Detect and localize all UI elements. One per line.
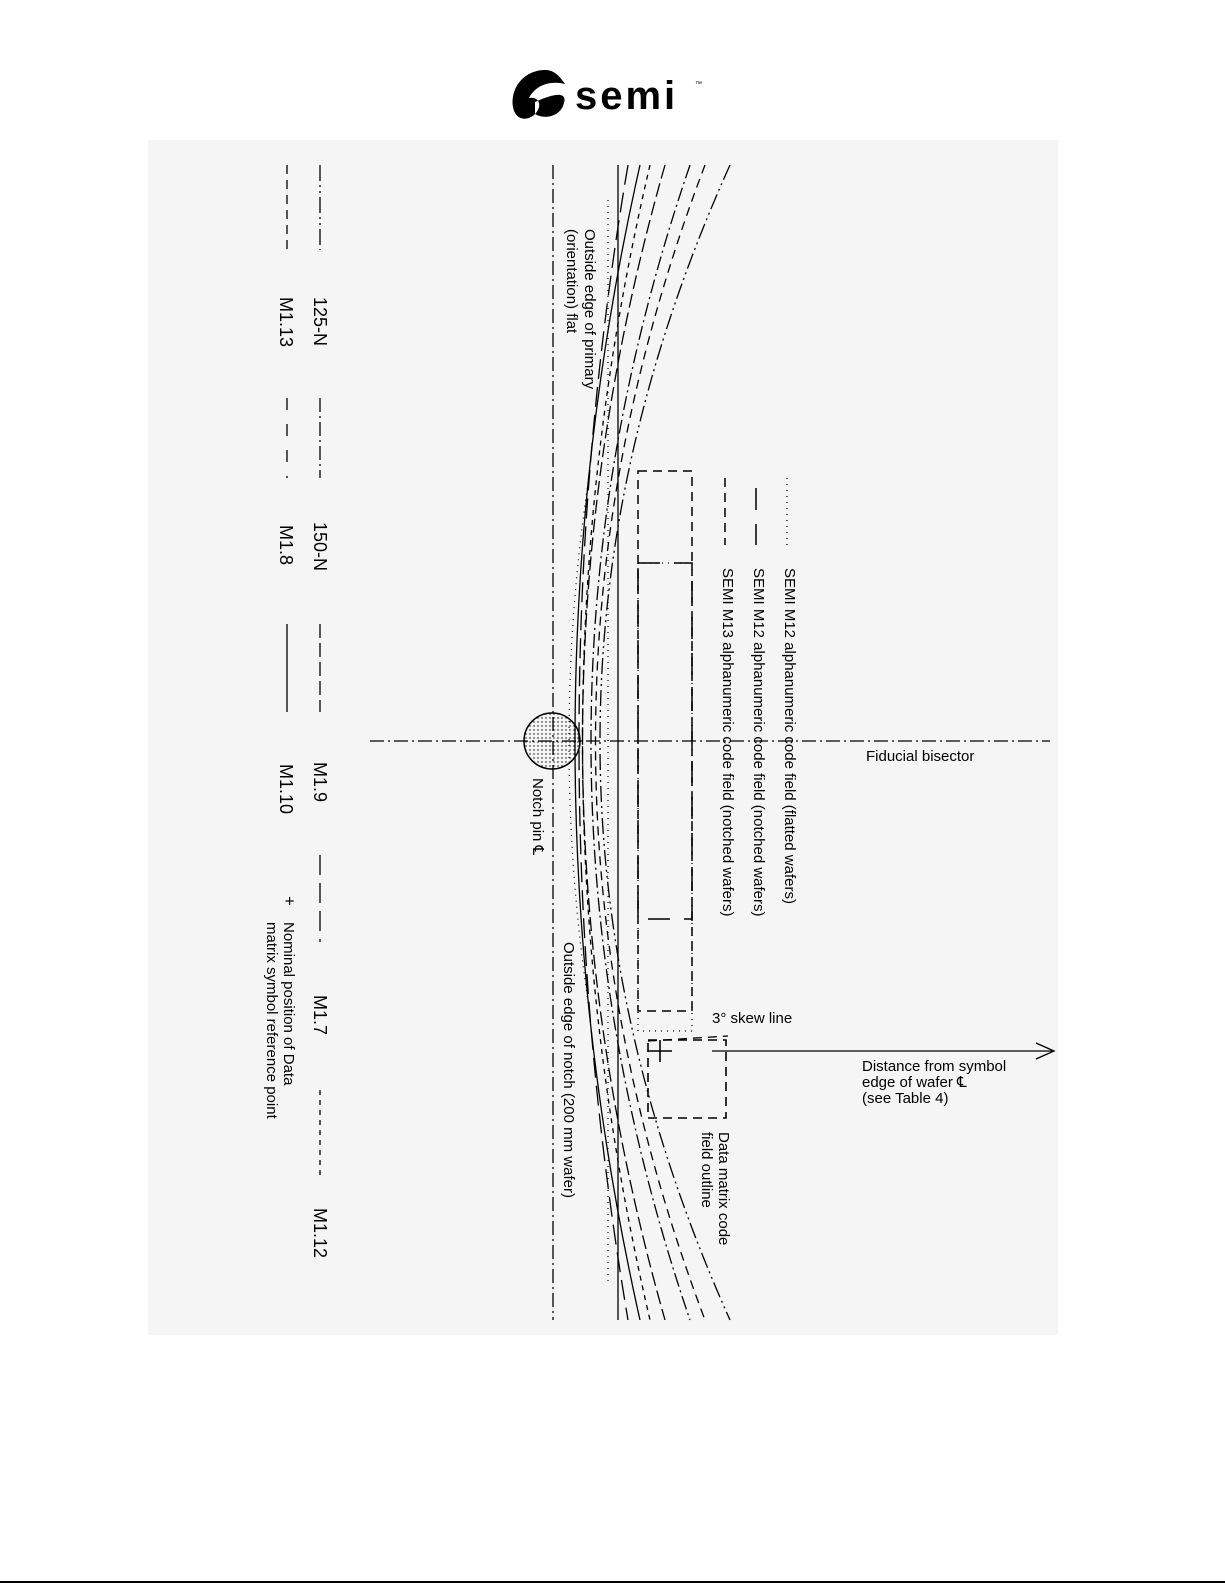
notch-pin [523, 712, 581, 770]
skew-line [647, 1035, 729, 1042]
data-matrix-outline-label-line1: Data matrix code [715, 1132, 732, 1245]
legend-label-125-N: 125-N [310, 297, 330, 346]
distance-label-line1: Distance from symbol [862, 1058, 1006, 1075]
distance-arrowhead [1035, 1042, 1056, 1060]
outside-edge-flat-label-line1: Outside edge of primary [581, 229, 598, 390]
code-field-label-m12-flatted: SEMI M12 alphanumeric code field (flatte… [781, 568, 798, 904]
wafer-edge-curve-1 [581, 164, 666, 1321]
semi-wordmark: semi [575, 74, 678, 118]
m12-flatted-code-field [637, 562, 693, 1032]
reference-point-label-line2: matrix symbol reference point [263, 922, 280, 1120]
outside-edge-flat-label-line2: (orientation) flat [563, 229, 580, 334]
code-field-label-m13-notched: SEMI M13 alphanumeric code field (notche… [719, 568, 736, 917]
data-matrix-outline-label-line2: field outline [698, 1132, 715, 1208]
semi-logo-mark [512, 70, 565, 119]
notch-pin-label: Notch pin ℄ [529, 778, 546, 856]
code-field-diagram: Fiducial bisector 3° skew line [148, 140, 1058, 1335]
code-field-legend: SEMI M12 alphanumeric code field (flatte… [719, 478, 798, 917]
legend-label-150-N: 150-N [310, 522, 330, 571]
code-field-label-m12-notched: SEMI M12 alphanumeric code field (notche… [750, 568, 767, 917]
m13-notched-code-field [637, 470, 693, 1012]
fiducial-bisector-label: Fiducial bisector [866, 748, 974, 765]
wafer-edge-curve-solid [574, 164, 641, 1321]
wafer-edge-curves [574, 164, 731, 1321]
legend-label-M1.8: M1.8 [276, 525, 296, 565]
reference-point-label-line1: Nominal position of Data [280, 922, 297, 1086]
wafer-edge-curve-3 [594, 164, 706, 1321]
wafer-edge-curve-2 [590, 164, 691, 1321]
wafer-edge-curve-6 [581, 164, 651, 1321]
semi-logo: semi ™ [512, 70, 702, 119]
reference-point-symbol: + [280, 896, 299, 906]
legend-label-M1.12: M1.12 [310, 1208, 330, 1258]
legend-label-M1.9: M1.9 [310, 762, 330, 802]
legend-label-M1.13: M1.13 [276, 297, 296, 347]
reference-point-marker [648, 1040, 672, 1062]
legend-label-M1.7: M1.7 [310, 995, 330, 1035]
trademark-symbol: ™ [695, 81, 702, 88]
line-style-legend [286, 165, 321, 1175]
distance-label-line3: (see Table 4) [862, 1090, 948, 1107]
distance-label-line2: edge of wafer ℄ [862, 1074, 967, 1091]
data-matrix-field-outline [647, 1039, 727, 1119]
skew-line-label: 3° skew line [712, 1010, 792, 1027]
page-bottom-rule [0, 1581, 1225, 1583]
legend-label-M1.10: M1.10 [276, 764, 296, 814]
outside-edge-notch-label: Outside edge of notch (200 mm wafer) [560, 942, 577, 1198]
wafer-edge-curve-5 [578, 164, 629, 1321]
